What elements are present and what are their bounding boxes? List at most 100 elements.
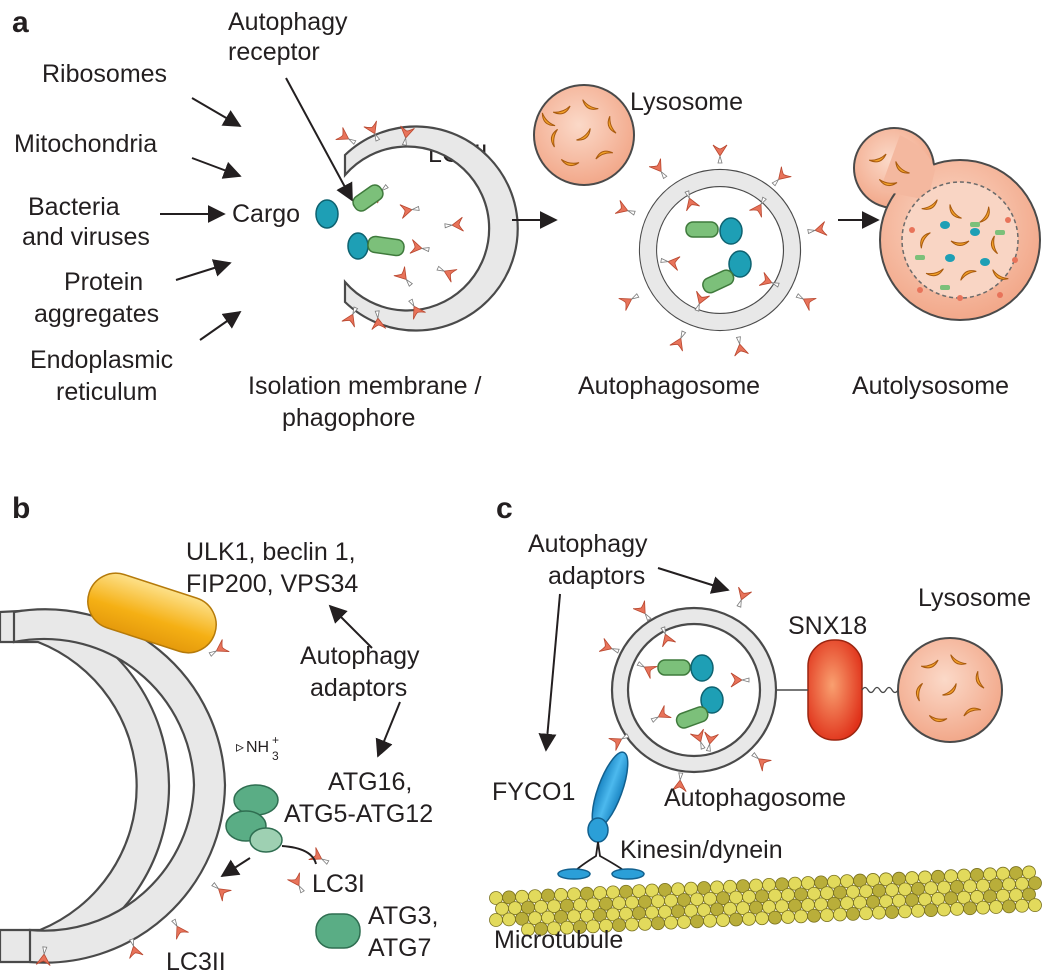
atg3-atg7-shape: [315, 913, 361, 949]
tubulin-bead: [911, 903, 925, 918]
tubulin-bead: [885, 905, 899, 919]
atg3-label-line1: ATG3,: [368, 902, 438, 930]
arrow-mitochondria: [191, 157, 242, 179]
tubulin-bead: [729, 912, 743, 927]
panel-label-b: b: [12, 492, 30, 525]
arrow-to-atg16: [375, 701, 401, 758]
receptor-label-line2: receptor: [228, 38, 320, 66]
lc3ii-label-b: LC3II: [166, 948, 226, 976]
tubulin-bead: [625, 917, 639, 932]
tubulin-bead: [651, 916, 665, 931]
lysosome-label-a: Lysosome: [630, 88, 743, 116]
tubulin-bead: [846, 906, 860, 921]
tubulin-bead: [937, 902, 951, 917]
tubulin-bead: [989, 900, 1003, 914]
tubulin-bead: [664, 915, 678, 930]
source-reticulum: reticulum: [56, 378, 157, 406]
tubulin-bead: [1022, 887, 1036, 902]
tubulin-bead: [781, 910, 795, 924]
tubulin-bead: [690, 914, 704, 929]
autophagosome-c-inner: [626, 622, 762, 758]
ulk-label-line2: FIP200, VPS34: [186, 570, 358, 598]
source-er: Endoplasmic: [30, 346, 173, 374]
tubulin-bead: [716, 913, 730, 928]
tubulin-bead: [677, 915, 691, 929]
ulk-label-line1: ULK1, beclin 1,: [186, 538, 356, 566]
atg16-complex: [225, 784, 283, 853]
arrow-to-ulk: [328, 604, 373, 649]
tubulin-bead: [820, 908, 834, 923]
arrow-er: [199, 310, 242, 341]
kinesin-dynein-motor: [557, 841, 645, 880]
panel-label-c: c: [496, 492, 513, 525]
tubulin-bead: [807, 908, 821, 923]
source-mitochondria: Mitochondria: [14, 130, 157, 158]
tubulin-bead: [1015, 898, 1029, 913]
tubulin-bead: [768, 910, 782, 925]
tubulin-bead: [638, 916, 652, 931]
adaptors-b-line2: adaptors: [310, 674, 407, 702]
autolysosome-label: Autolysosome: [852, 372, 1009, 400]
tubulin-bead: [1022, 865, 1036, 880]
source-bacteria: Bacteria: [28, 193, 120, 221]
atg3-label-line2: ATG7: [368, 934, 431, 962]
arrow-lipidation: [220, 857, 251, 877]
kinesin-label: Kinesin/dynein: [620, 836, 783, 864]
microtubule-label: Microtubule: [494, 926, 623, 954]
ulk-complex: [87, 572, 217, 654]
isolation-label-line2: phagophore: [282, 404, 415, 432]
panel-label-a: a: [12, 6, 29, 39]
tubulin-bead: [1028, 898, 1042, 913]
atg16-label-line1: ATG16,: [328, 768, 412, 796]
tubulin-bead: [872, 905, 886, 920]
phagophore-cargo: [315, 184, 405, 260]
phagophore-b-arc: [12, 608, 227, 964]
microtubule: [489, 865, 1042, 937]
autolysosome-contents: [868, 153, 1018, 301]
nh3-glyph: ▹: [236, 739, 244, 756]
lysosome-a: [533, 84, 635, 186]
lysosome-label-c: Lysosome: [918, 584, 1031, 612]
arrow-receptor: [285, 77, 353, 202]
atg16-tether: [281, 845, 317, 865]
arrow-adaptors-c: [657, 567, 730, 594]
tubulin-bead: [976, 900, 990, 915]
tubulin-bead: [742, 911, 756, 926]
tubulin-bead: [502, 912, 516, 927]
nh3-label: NH: [246, 739, 269, 756]
source-protein: Protein: [64, 268, 143, 296]
adaptors-c-line2: adaptors: [548, 562, 645, 590]
fyco1-protein: [587, 751, 629, 843]
source-viruses: and viruses: [22, 223, 150, 251]
snx18-label: SNX18: [788, 612, 867, 640]
tubulin-bead: [794, 909, 808, 924]
cargo-label: Cargo: [232, 200, 300, 228]
fyco1-label: FYCO1: [492, 778, 575, 806]
autophagosome-label-c: Autophagosome: [664, 784, 846, 812]
tubulin-bead: [859, 906, 873, 921]
phagophore-membrane: [343, 125, 519, 332]
adaptors-c-line1: Autophagy: [528, 530, 648, 558]
tubulin-bead: [1002, 899, 1016, 914]
atg16-label-line2: ATG5-ATG12: [284, 800, 433, 828]
tubulin-bead: [1028, 876, 1042, 891]
tubulin-bead: [963, 901, 977, 916]
source-ribosomes: Ribosomes: [42, 60, 167, 88]
isolation-label-line1: Isolation membrane /: [248, 372, 482, 400]
arrow-to-fyco1: [538, 593, 561, 752]
nh3-subscript: 3: [272, 749, 279, 763]
tubulin-bead: [833, 907, 847, 922]
tubulin-bead: [489, 913, 503, 927]
receptor-label-line1: Autophagy: [228, 8, 348, 36]
tubulin-bead: [950, 901, 964, 916]
tubulin-bead: [924, 903, 938, 918]
tubulin-bead: [703, 913, 717, 928]
arrow-ribosomes: [191, 97, 242, 127]
autophagosome-a-cargo: [685, 217, 752, 294]
autophagosome-a-inner: [654, 184, 786, 316]
tubulin-bead: [898, 904, 912, 919]
adaptors-b-line1: Autophagy: [300, 642, 420, 670]
autophagosome-label-a: Autophagosome: [578, 372, 760, 400]
source-aggregates: aggregates: [34, 300, 159, 328]
